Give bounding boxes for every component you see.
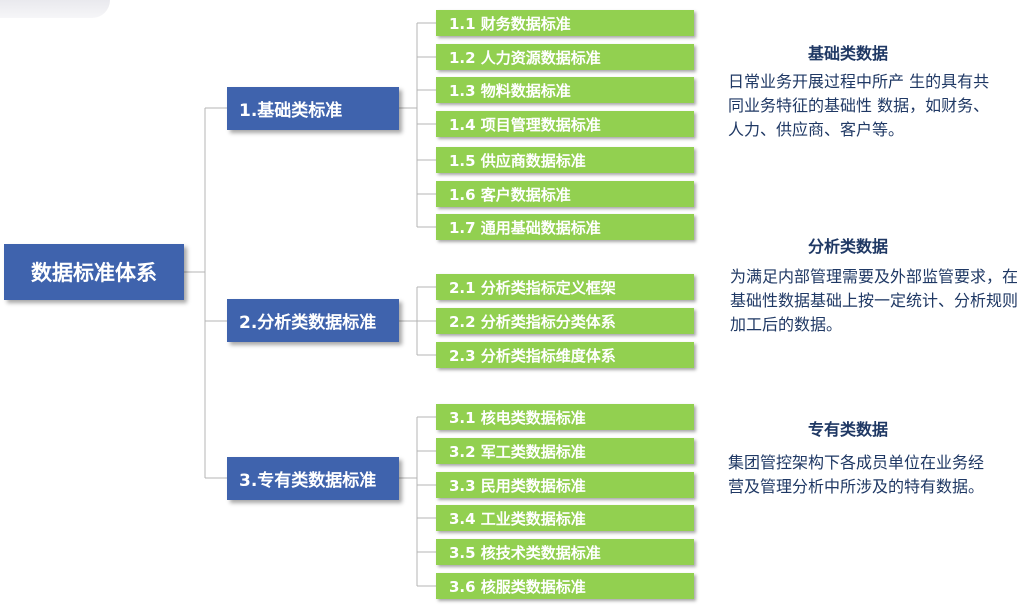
- leaf-node: 3.2 军工类数据标准: [436, 438, 694, 464]
- leaf-label: 1.7 通用基础数据标准: [449, 218, 601, 237]
- branch-basic-standards: 1.基础类标准: [227, 87, 399, 130]
- leaf-node: 3.3 民用类数据标准: [436, 472, 694, 498]
- leaf-node: 2.2 分析类指标分类体系: [436, 308, 694, 334]
- leaf-node: 1.6 客户数据标准: [436, 181, 694, 207]
- leaf-label: 1.3 物料数据标准: [449, 81, 571, 100]
- branch-label: 1.基础类标准: [239, 101, 343, 121]
- leaf-label: 1.1 财务数据标准: [449, 14, 571, 33]
- leaf-label: 1.2 人力资源数据标准: [449, 48, 601, 67]
- leaf-label: 3.2 军工类数据标准: [449, 442, 586, 461]
- leaf-label: 1.6 客户数据标准: [449, 185, 571, 204]
- leaf-node: 3.5 核技术类数据标准: [436, 539, 694, 565]
- desc-title-specialized: 专有类数据: [807, 420, 888, 439]
- branch-label: 3.专有类数据标准: [239, 471, 377, 491]
- leaf-label: 3.4 工业类数据标准: [449, 509, 586, 528]
- leaf-label: 2.2 分析类指标分类体系: [449, 312, 616, 331]
- leaf-label: 3.5 核技术类数据标准: [449, 543, 601, 562]
- leaf-label: 1.5 供应商数据标准: [449, 151, 586, 170]
- desc-title-basic: 基础类数据: [807, 44, 888, 63]
- leaf-node: 1.4 项目管理数据标准: [436, 111, 694, 137]
- leaf-node: 3.6 核服类数据标准: [436, 573, 694, 599]
- leaf-node: 1.1 财务数据标准: [436, 10, 694, 36]
- desc-title-analysis: 分析类数据: [807, 237, 888, 256]
- leaf-node: 3.1 核电类数据标准: [436, 404, 694, 430]
- branch-analysis-standards: 2.分析类数据标准: [227, 299, 399, 342]
- leaf-label: 2.3 分析类指标维度体系: [449, 346, 616, 365]
- leaf-node: 2.3 分析类指标维度体系: [436, 342, 694, 368]
- leaf-node: 1.7 通用基础数据标准: [436, 214, 694, 240]
- root-label: 数据标准体系: [31, 261, 157, 285]
- root-node: 数据标准体系: [4, 244, 184, 300]
- corner-decoration: [0, 0, 110, 18]
- leaf-node: 3.4 工业类数据标准: [436, 505, 694, 531]
- leaf-node: 1.3 物料数据标准: [436, 77, 694, 103]
- leaf-label: 3.1 核电类数据标准: [449, 408, 586, 427]
- leaf-node: 2.1 分析类指标定义框架: [436, 274, 694, 300]
- desc-body-analysis: 为满足内部管理需要及外部监管要求，在基础性数据基础上按一定统计、分析规则加工后的…: [730, 267, 1019, 334]
- desc-body-basic: 日常业务开展过程中所产 生的具有共同业务特征的基础性 数据，如财务、人力、供应商…: [728, 72, 990, 139]
- leaf-label: 3.6 核服类数据标准: [449, 577, 586, 596]
- leaf-label: 3.3 民用类数据标准: [449, 476, 586, 495]
- leaf-label: 2.1 分析类指标定义框架: [449, 278, 616, 297]
- leaf-node: 1.5 供应商数据标准: [436, 147, 694, 173]
- leaf-node: 1.2 人力资源数据标准: [436, 44, 694, 70]
- leaf-label: 1.4 项目管理数据标准: [449, 115, 601, 134]
- branch-label: 2.分析类数据标准: [239, 313, 377, 333]
- desc-body-specialized: 集团管控架构下各成员单位在业务经营及管理分析中所涉及的特有数据。: [728, 453, 985, 496]
- branch-specialized-standards: 3.专有类数据标准: [227, 457, 399, 500]
